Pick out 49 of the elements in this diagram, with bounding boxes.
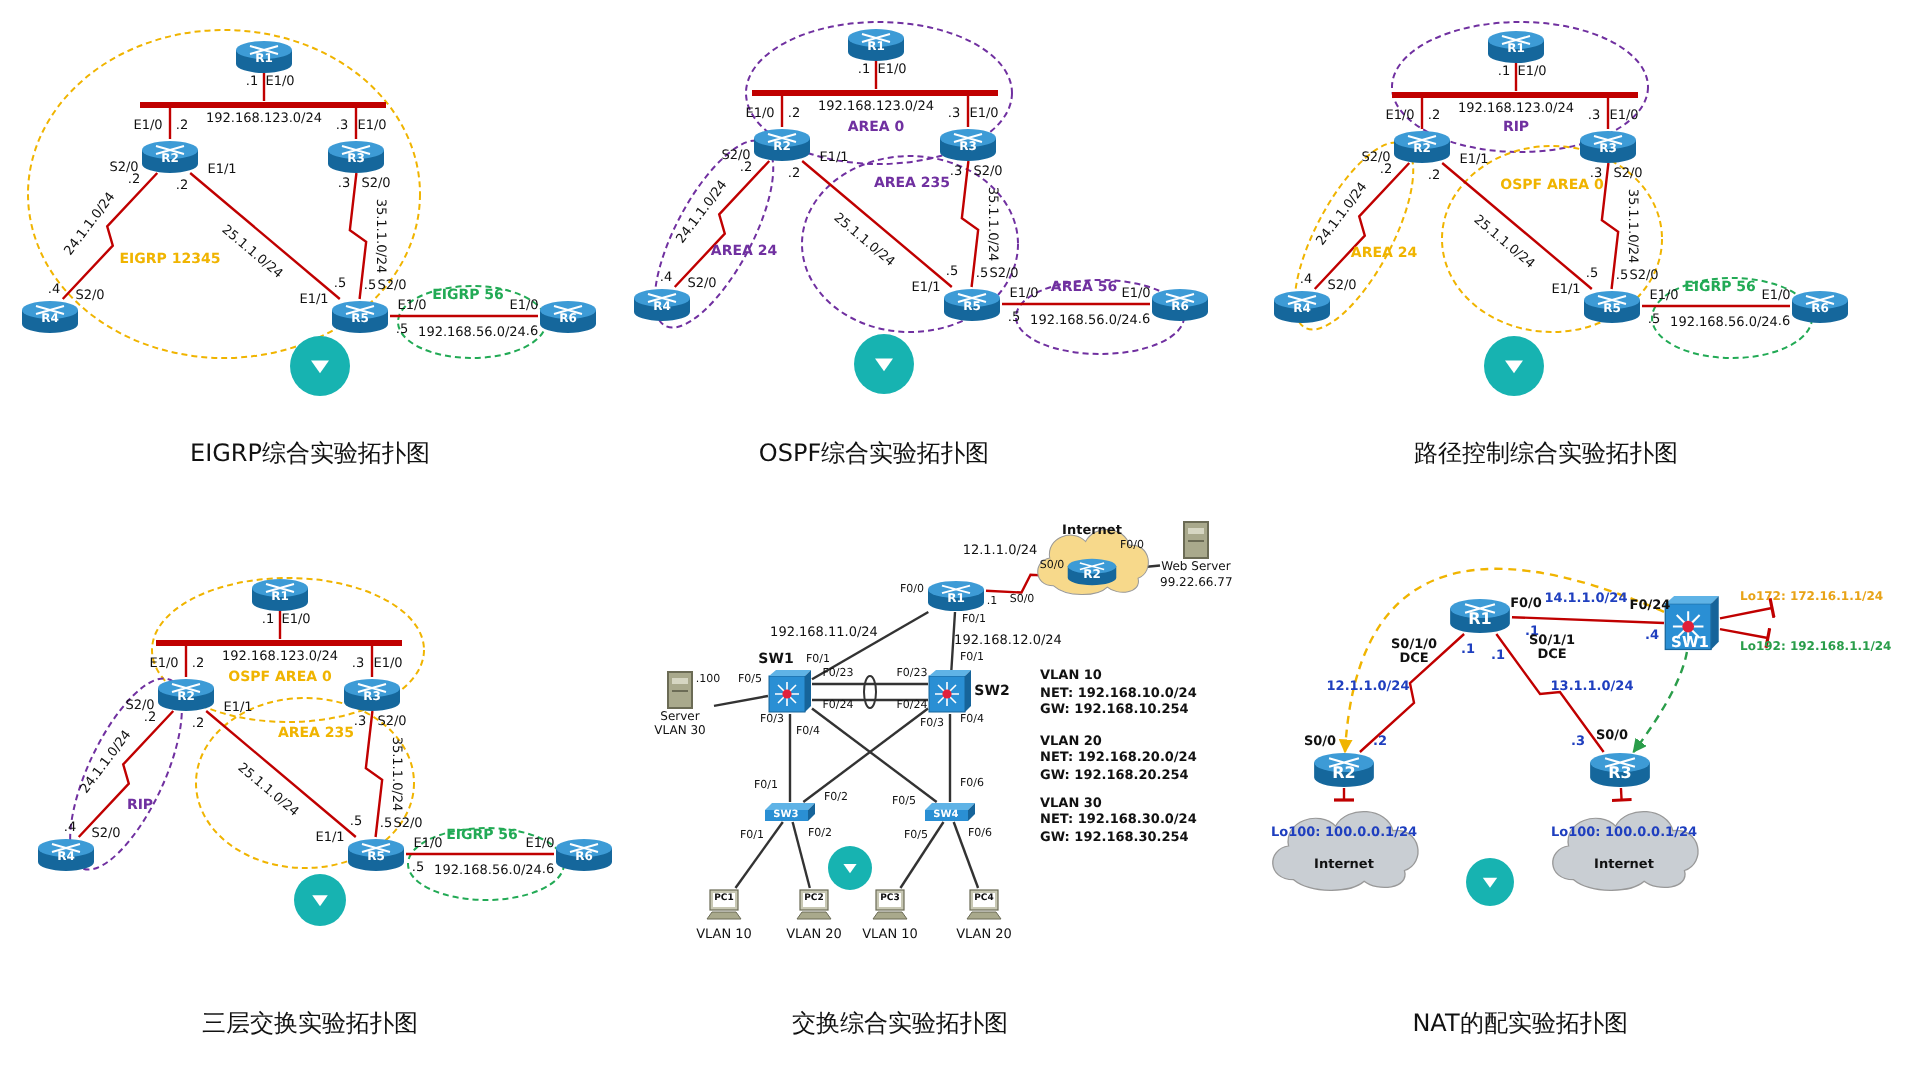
network-link xyxy=(966,95,970,127)
serial-link xyxy=(348,172,368,300)
loopback-link xyxy=(1719,596,1776,620)
network-link xyxy=(262,73,266,101)
diagram-caption: 路径控制综合实验拓扑图 xyxy=(1414,441,1678,467)
network-link xyxy=(1420,97,1424,129)
network-link xyxy=(189,172,341,300)
network-link xyxy=(278,611,282,639)
router-label: R2 xyxy=(1332,766,1356,783)
network-link xyxy=(406,852,554,856)
diagram-caption: 三层交换实验拓扑图 xyxy=(202,1011,418,1037)
serial-link xyxy=(1600,162,1620,290)
dashed-arrow xyxy=(1339,567,1665,754)
network-link xyxy=(812,698,928,702)
serial-link xyxy=(960,160,980,288)
serial-link xyxy=(364,710,384,838)
diagram-caption: 交换综合实验拓扑图 xyxy=(792,1011,1008,1037)
dashed-arrow xyxy=(1632,651,1689,754)
network-link xyxy=(713,694,769,707)
network-link xyxy=(1002,302,1150,306)
network-link xyxy=(950,611,957,671)
serial-link xyxy=(1359,633,1465,753)
serial-link xyxy=(1495,633,1605,753)
network-link xyxy=(1642,304,1790,308)
network-link xyxy=(1514,63,1518,91)
network-link xyxy=(948,714,952,802)
network-link xyxy=(370,645,374,677)
diagram-caption: EIGRP综合实验拓扑图 xyxy=(190,441,430,467)
network-link xyxy=(1441,162,1593,290)
network-link xyxy=(788,714,792,802)
network-link xyxy=(812,682,928,686)
diagram-caption: NAT的配实验拓扑图 xyxy=(1412,1011,1628,1037)
network-link xyxy=(1511,616,1665,625)
network-link xyxy=(184,645,188,677)
network-link xyxy=(168,107,172,139)
router-label: R1 xyxy=(1468,612,1492,629)
loopback-link xyxy=(1332,788,1356,802)
router-label: R3 xyxy=(1608,766,1632,783)
loopback-link xyxy=(1610,787,1634,803)
network-link xyxy=(205,710,357,838)
network-link xyxy=(874,61,878,89)
loopback-link xyxy=(1719,626,1772,650)
network-link xyxy=(780,95,784,127)
network-link xyxy=(811,610,929,681)
network-link xyxy=(1606,97,1610,129)
network-link xyxy=(791,821,811,889)
diagram-caption: OSPF综合实验拓扑图 xyxy=(758,441,990,467)
network-link xyxy=(354,107,358,139)
network-link xyxy=(801,160,953,288)
